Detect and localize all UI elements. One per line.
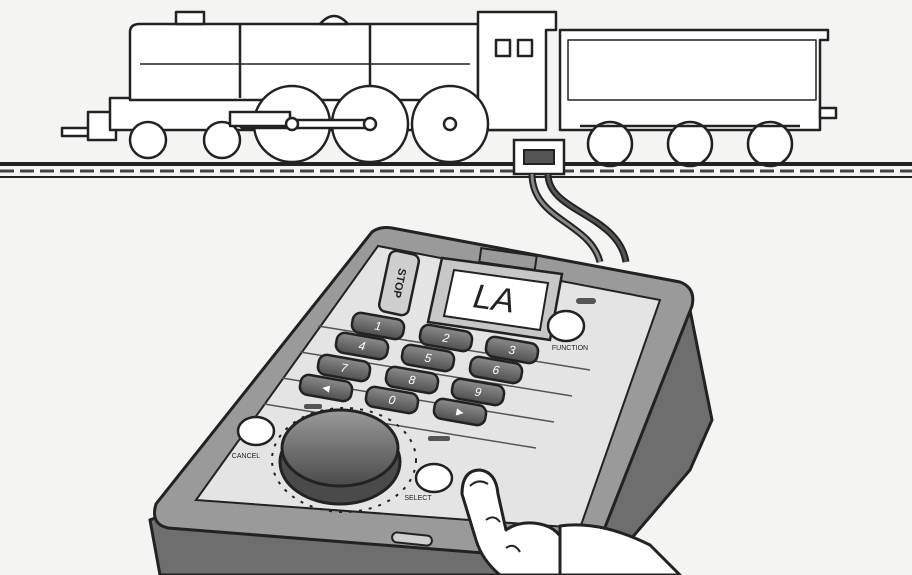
- tender-wheel: [748, 122, 792, 166]
- crank: [444, 118, 456, 130]
- function-button-cap[interactable]: [548, 311, 584, 341]
- tender-body: [560, 30, 828, 130]
- indicator-bar: [304, 404, 322, 409]
- crank: [364, 118, 376, 130]
- display-text: LA: [471, 277, 517, 320]
- track: [0, 162, 912, 178]
- rail: [0, 176, 912, 178]
- select-label: SELECT: [404, 495, 432, 502]
- cab-window: [496, 40, 510, 56]
- connector-plug: [524, 150, 554, 164]
- track-connector: [514, 140, 564, 174]
- wheel: [130, 122, 166, 158]
- dome: [320, 16, 348, 24]
- rail: [0, 162, 912, 166]
- function-button[interactable]: FUNCTION: [548, 311, 588, 352]
- tender: [560, 30, 836, 166]
- locomotive: [62, 12, 556, 162]
- cab-window: [518, 40, 532, 56]
- function-label: FUNCTION: [552, 345, 588, 352]
- tender-buffer: [820, 108, 836, 118]
- crank: [286, 118, 298, 130]
- cancel-button-cap[interactable]: [238, 417, 274, 445]
- cab: [478, 12, 556, 130]
- wheel: [204, 122, 240, 158]
- tender-wheel: [588, 122, 632, 166]
- indicator-led: [576, 298, 596, 304]
- tender-wheel: [668, 122, 712, 166]
- select-button-cap[interactable]: [416, 464, 452, 492]
- key-label: ►: [453, 404, 467, 420]
- cylinder: [230, 112, 290, 126]
- chimney: [176, 12, 204, 24]
- key-label: ◄: [319, 380, 333, 396]
- knob-top[interactable]: [282, 410, 398, 486]
- indicator-bar: [428, 436, 450, 441]
- cancel-label: CANCEL: [232, 453, 261, 460]
- palm: [560, 525, 680, 575]
